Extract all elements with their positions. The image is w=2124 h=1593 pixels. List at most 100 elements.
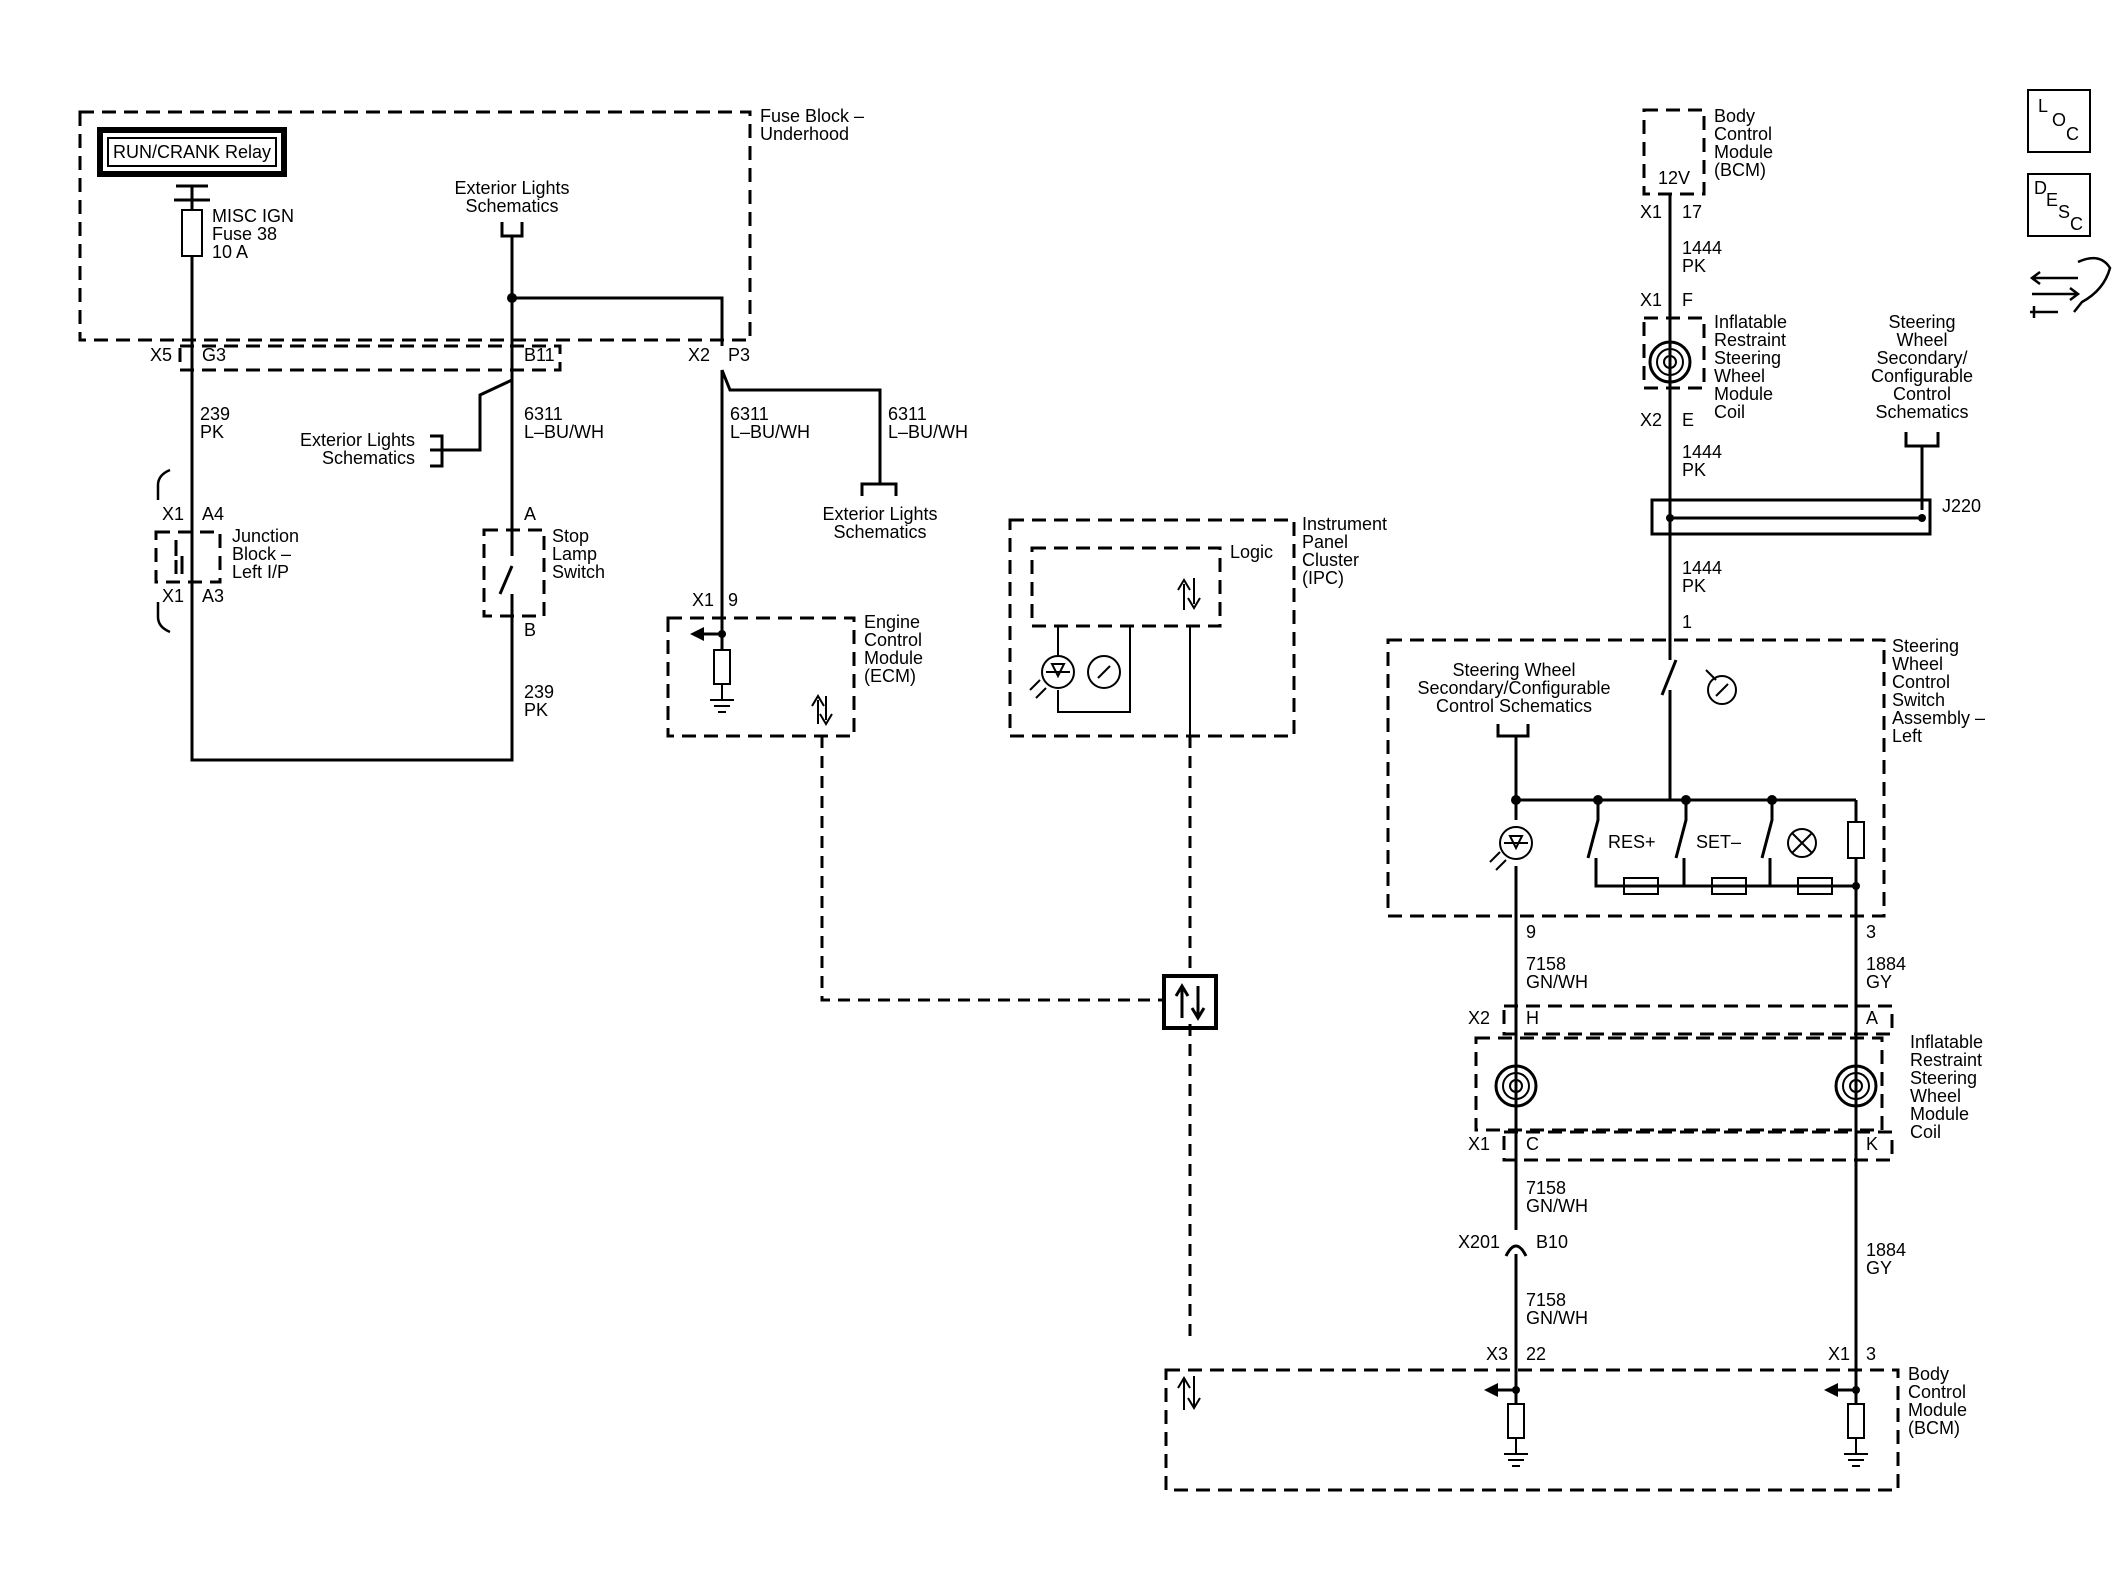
diagram-label: GY xyxy=(1866,972,1892,992)
diagram-label: GY xyxy=(1866,1258,1892,1278)
diagram-label: B10 xyxy=(1536,1232,1568,1252)
connector-x5-strip xyxy=(178,344,562,372)
diagram-label: Module xyxy=(864,648,923,668)
diagram-label: L–BU/WH xyxy=(888,422,968,442)
diagram-label: C xyxy=(2070,214,2083,234)
steering-wheel-secondary-ref-top: Steering Wheel Secondary/ Configurable C… xyxy=(1871,312,1973,510)
diagram-label: Steering xyxy=(1888,312,1955,332)
diagram-label: Exterior Lights xyxy=(300,430,415,450)
body-control-module-top: 12V Body Control Module (BCM) X1 17 xyxy=(1640,106,1773,222)
diagram-label: PK xyxy=(1682,576,1706,596)
diagram-label: (BCM) xyxy=(1908,1418,1960,1438)
diagram-label: X3 xyxy=(1486,1344,1508,1364)
diagram-label: X1 xyxy=(162,586,184,606)
diagram-label: 1444 xyxy=(1682,558,1722,578)
diagram-label: X1 xyxy=(1828,1344,1850,1364)
diagram-label: 9 xyxy=(728,590,738,610)
diagram-label: X201 xyxy=(1458,1232,1500,1252)
diagram-label: SET– xyxy=(1696,832,1741,852)
location-nav-button[interactable]: L O C xyxy=(2027,89,2091,153)
diagram-label: Wheel xyxy=(1910,1086,1961,1106)
diagram-label: F xyxy=(1682,290,1693,310)
diagram-label: Steering xyxy=(1714,348,1781,368)
stop-lamp-switch: A B Stop Lamp Switch xyxy=(482,504,605,640)
diagram-label: X1 xyxy=(1468,1134,1490,1154)
diagram-label: Lamp xyxy=(552,544,597,564)
diagram-label: PK xyxy=(524,700,548,720)
diagram-label: X1 xyxy=(1640,290,1662,310)
diagram-label: D xyxy=(2034,178,2047,198)
diagram-label: X5 xyxy=(150,345,172,365)
diagram-label: Fuse Block – xyxy=(760,106,864,126)
diagram-label: Secondary/Configurable xyxy=(1417,678,1610,698)
diagram-label: Module xyxy=(1714,384,1773,404)
diagram-label: A xyxy=(1866,1008,1878,1028)
diagram-label: Control xyxy=(1714,124,1772,144)
diagram-label: K xyxy=(1866,1134,1878,1154)
connector-tool-icon[interactable] xyxy=(2029,256,2112,318)
run-crank-relay: RUN/CRANK Relay xyxy=(97,127,287,202)
splice-pack-j220: J220 xyxy=(1650,496,1981,536)
diagram-label: A4 xyxy=(202,504,224,524)
diagram-label: Switch xyxy=(1892,690,1945,710)
diagram-label: B xyxy=(524,620,536,640)
diagram-label: 9 xyxy=(1526,922,1536,942)
diagram-label: L–BU/WH xyxy=(730,422,810,442)
diagram-label: 1444 xyxy=(1682,238,1722,258)
diagram-label: X2 xyxy=(1468,1008,1490,1028)
diagram-label: L–BU/WH xyxy=(524,422,604,442)
diagram-label: Left xyxy=(1892,726,1922,746)
diagram-label: C xyxy=(1526,1134,1539,1154)
diagram-label: Cluster xyxy=(1302,550,1359,570)
diagram-label: X1 xyxy=(1640,202,1662,222)
diagram-label: MISC IGN xyxy=(212,206,294,226)
diagram-label: PK xyxy=(1682,460,1706,480)
connector-x201: X201 B10 xyxy=(1458,1232,1568,1264)
diagram-label: Inflatable xyxy=(1714,312,1787,332)
exterior-lights-ref-top: Exterior Lights Schematics xyxy=(454,178,570,298)
wire-239-circuit xyxy=(190,256,514,762)
diagram-label: Secondary/ xyxy=(1876,348,1967,368)
steering-wheel-control-switch-assembly: Steering Wheel Control Switch Assembly –… xyxy=(1386,636,1985,1230)
body-control-module-bottom: Body Control Module (BCM) X3 22 X1 3 xyxy=(1164,1230,1967,1492)
diagram-label: 6311 xyxy=(888,404,927,424)
diagram-label: B11 xyxy=(524,345,555,365)
diagram-label: 10 A xyxy=(212,242,248,262)
diagram-label: Instrument xyxy=(1302,514,1387,534)
diagram-label: X1 xyxy=(162,504,184,524)
diagram-label: Body xyxy=(1714,106,1755,126)
diagram-label: Schematics xyxy=(322,448,415,468)
diagram-label: (ECM) xyxy=(864,666,916,686)
diagram-label: Inflatable xyxy=(1910,1032,1983,1052)
diagram-label: 7158 xyxy=(1526,1290,1566,1310)
exterior-lights-ref-left: Exterior Lights Schematics xyxy=(300,378,513,468)
diagram-label: Steering xyxy=(1892,636,1959,656)
diagram-label: Coil xyxy=(1714,402,1745,422)
diagram-label: C xyxy=(2066,124,2079,144)
diagram-label: Underhood xyxy=(760,124,849,144)
diagram-label: RUN/CRANK Relay xyxy=(113,142,271,162)
diagram-label: Assembly – xyxy=(1892,708,1985,728)
misc-ign-fuse: MISC IGN Fuse 38 10 A xyxy=(181,200,294,262)
diagram-label: E xyxy=(2046,190,2058,210)
diagram-label: E xyxy=(1682,410,1694,430)
diagram-label: PK xyxy=(1682,256,1706,276)
diagram-label: Configurable xyxy=(1871,366,1973,386)
diagram-label: X2 xyxy=(688,345,710,365)
diagram-label: Control Schematics xyxy=(1436,696,1592,716)
diagram-label: GN/WH xyxy=(1526,1196,1588,1216)
diagram-label: A xyxy=(524,504,536,524)
diagram-label: Control xyxy=(1892,672,1950,692)
diagram-label: Body xyxy=(1908,1364,1949,1384)
diagram-label: Steering xyxy=(1910,1068,1977,1088)
diagram-label: O xyxy=(2052,110,2066,130)
fuse-block-underhood: Fuse Block – Underhood xyxy=(78,106,864,342)
diagram-label: 3 xyxy=(1866,1344,1876,1364)
diagram-label: G3 xyxy=(202,345,226,365)
description-nav-button[interactable]: D E S C xyxy=(2027,173,2091,237)
diagram-label: 12V xyxy=(1658,168,1690,188)
diagram-label: 7158 xyxy=(1526,1178,1566,1198)
diagram-label: 6311 xyxy=(524,404,563,424)
instrument-panel-cluster: Instrument Panel Cluster (IPC) Logic xyxy=(1008,514,1387,738)
diagram-label: H xyxy=(1526,1008,1539,1028)
